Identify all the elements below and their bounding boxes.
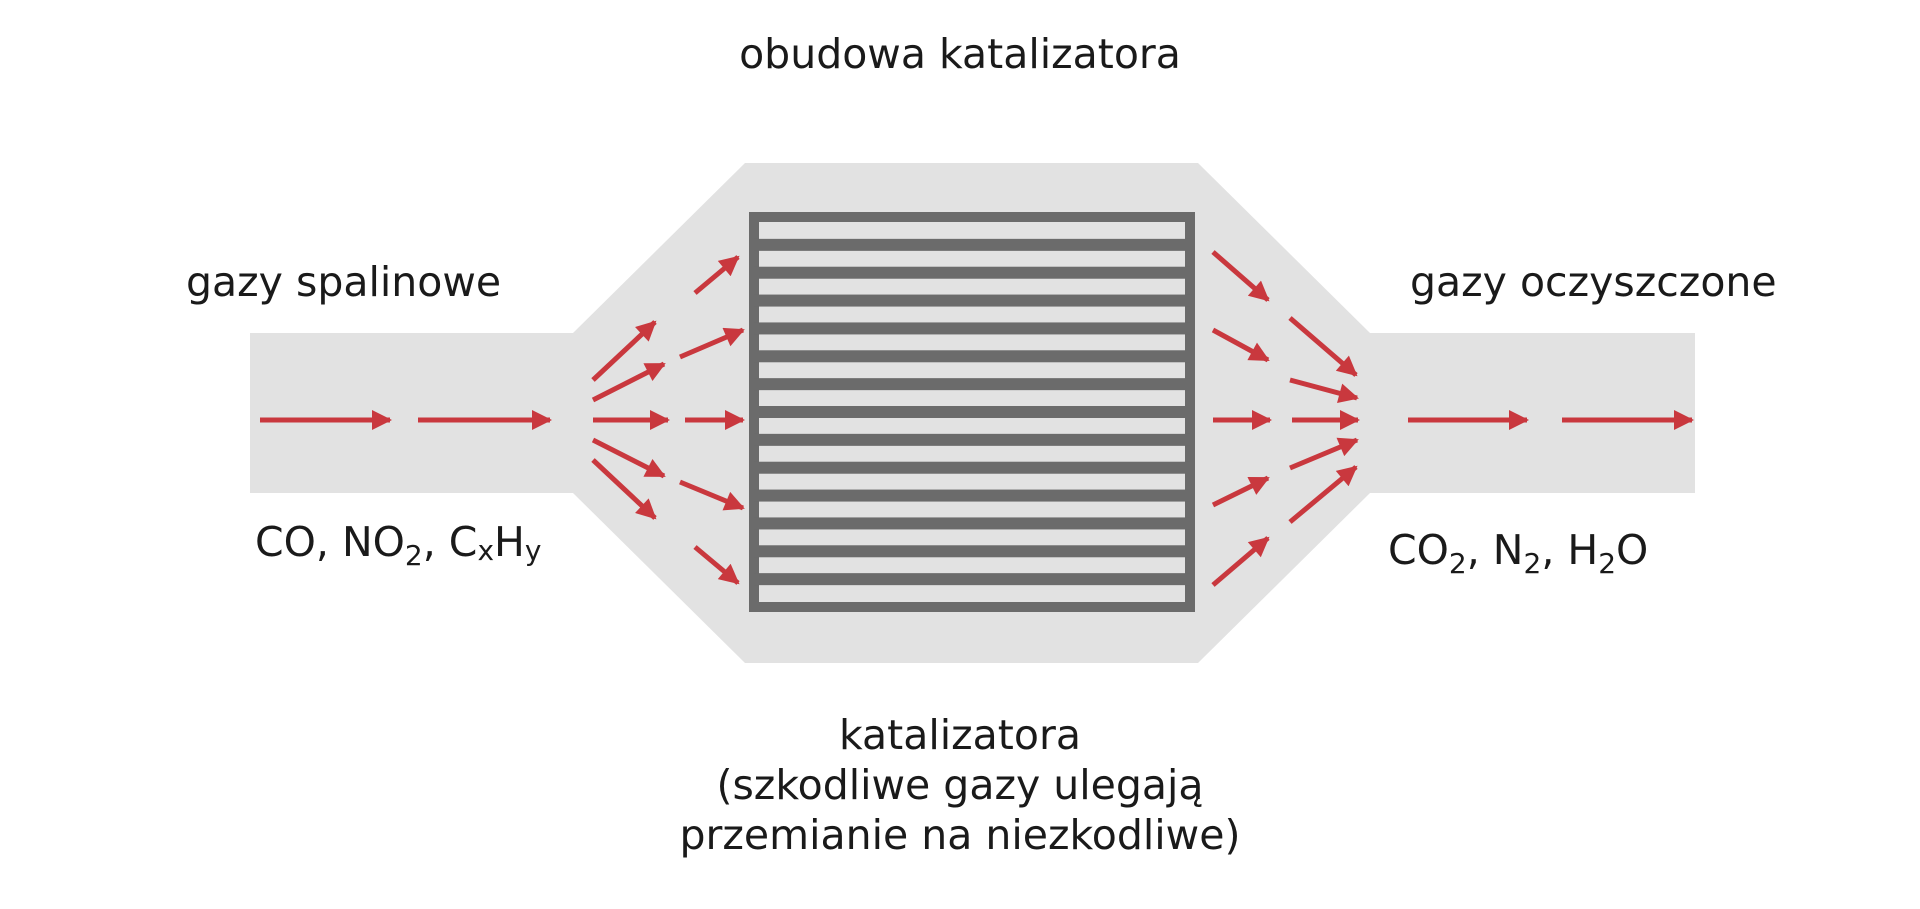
flow-arrow — [591, 458, 657, 520]
flow-arrow — [591, 320, 657, 382]
catalyst-channel-wall — [754, 433, 1190, 446]
flow-arrow — [679, 327, 745, 360]
inlet-pipe — [250, 333, 580, 493]
flow-arrow — [1211, 475, 1270, 508]
catalyst-caption-line: katalizatora — [839, 711, 1081, 759]
flow-arrow — [591, 361, 666, 403]
catalyst-channel-wall — [754, 461, 1190, 474]
catalyst-monolith — [749, 212, 1195, 612]
gas-flow-arrows — [260, 250, 1694, 587]
flow-arrow — [591, 437, 666, 479]
catalyst-channel-wall — [754, 266, 1190, 279]
flow-arrow — [1288, 465, 1358, 524]
outlet-formula: CO2, N2, H2O — [1388, 526, 1649, 580]
flow-arrow — [1288, 316, 1358, 377]
housing-label: obudowa katalizatora — [739, 30, 1181, 78]
catalyst-channel-wall — [754, 378, 1190, 391]
catalyst-channel-wall — [754, 294, 1190, 307]
flow-arrow — [1211, 250, 1270, 302]
outlet-pipe — [1355, 333, 1695, 493]
catalyst-channel-wall — [754, 545, 1190, 558]
catalyst-channel-wall — [754, 350, 1190, 363]
catalyst-caption: katalizatora (szkodliwe gazy ulegają prz… — [0, 710, 1920, 860]
catalyst-channel-wall — [754, 489, 1190, 502]
flow-arrow — [1211, 327, 1270, 363]
flow-arrow — [693, 545, 740, 585]
flow-arrow — [1211, 536, 1270, 587]
catalyst-channel-wall — [754, 573, 1190, 586]
outlet-gases-label: gazy oczyszczone — [1410, 258, 1777, 306]
catalyst-caption-line: przemianie na niezkodliwe) — [679, 811, 1241, 859]
flow-arrow — [1289, 377, 1359, 403]
catalyst-channel-wall — [754, 406, 1190, 418]
catalyst-caption-line: (szkodliwe gazy ulegają — [716, 761, 1204, 809]
flow-arrow — [1289, 437, 1359, 471]
flow-arrow — [679, 479, 745, 511]
catalyst-channel-wall — [754, 517, 1190, 530]
inlet-formula: CO, NO2, CxHy — [255, 518, 542, 572]
catalyst-channel-wall — [754, 322, 1190, 335]
flow-arrow — [693, 255, 740, 295]
inlet-gases-label: gazy spalinowe — [186, 258, 502, 306]
catalyst-channel-wall — [754, 238, 1190, 251]
